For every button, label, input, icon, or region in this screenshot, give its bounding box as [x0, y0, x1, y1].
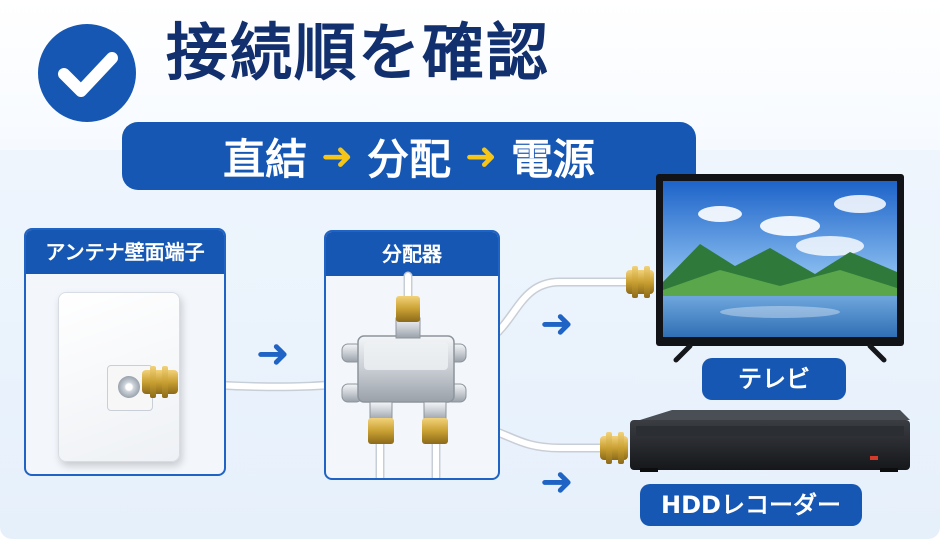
tv-connector — [626, 266, 654, 298]
splitter-input-connector — [396, 296, 420, 322]
right-arrow-icon: ➜ — [540, 459, 574, 505]
page-title: 接続順を確認 — [166, 16, 551, 89]
splitter-device — [341, 317, 467, 421]
steps-banner: 直結 ➜ 分配 ➜ 電源 — [122, 122, 696, 190]
splitter-output-connector-2 — [422, 418, 448, 444]
step-split: 分配 — [366, 134, 451, 184]
step-direct: 直結 — [223, 134, 308, 184]
splitter-output-connector-1 — [368, 418, 394, 444]
right-arrow-icon: ➜ — [540, 301, 574, 347]
check-icon — [58, 52, 118, 97]
wall-connector — [142, 366, 178, 398]
recorder-label: HDDレコーダー — [640, 484, 862, 526]
step-power: 電源 — [510, 134, 595, 184]
wall-terminal-label: アンテナ壁面端子 — [26, 230, 224, 274]
tv — [656, 174, 904, 363]
tv-label: テレビ — [702, 358, 846, 400]
hdd-recorder — [630, 410, 910, 472]
recorder-connector — [600, 432, 628, 464]
right-arrow-icon: ➜ — [465, 134, 497, 178]
splitter-label: 分配器 — [326, 232, 498, 276]
check-badge — [38, 24, 136, 122]
right-arrow-icon: ➜ — [321, 134, 353, 178]
right-arrow-icon: ➜ — [256, 331, 290, 377]
